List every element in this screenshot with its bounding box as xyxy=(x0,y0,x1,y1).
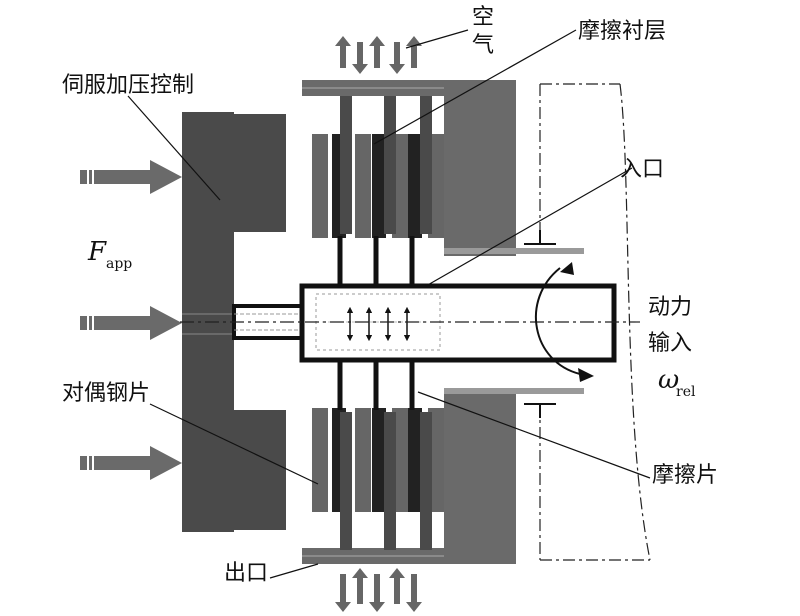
force-symbol-subscript: app xyxy=(106,256,132,272)
bottom-plate-stack xyxy=(312,408,444,550)
top-plate-stack xyxy=(312,96,444,238)
hub-spokes xyxy=(337,236,415,410)
label-power-input-2: 输入 xyxy=(648,331,692,356)
label-power-input-1: 动力 xyxy=(648,295,692,320)
label-outlet: 出口 xyxy=(224,561,268,586)
label-mating-steel-plate: 对偶钢片 xyxy=(62,381,150,406)
force-arrow-top xyxy=(80,160,182,194)
force-arrow-middle xyxy=(80,306,182,340)
air-arrows-bottom xyxy=(335,568,422,612)
oil-flow-arrows xyxy=(346,306,411,342)
top-housing xyxy=(302,80,584,256)
omega-symbol-main: ω xyxy=(658,365,679,395)
label-friction-lining: 摩擦衬层 xyxy=(578,19,666,44)
label-air-char-1: 空 xyxy=(472,5,494,30)
leader-lines xyxy=(127,29,651,579)
force-symbol: F app xyxy=(87,237,132,272)
label-servo-control: 伺服加压控制 xyxy=(62,73,194,98)
air-arrows-top xyxy=(335,36,422,74)
force-arrow-bottom xyxy=(80,446,182,480)
rotation-arrow xyxy=(535,262,594,382)
main-shaft xyxy=(180,283,640,363)
omega-symbol-subscript: rel xyxy=(676,384,696,400)
label-air-char-2: 气 xyxy=(472,33,494,58)
omega-symbol: ω rel xyxy=(658,365,696,400)
label-friction-plate: 摩擦片 xyxy=(652,463,718,488)
bottom-housing xyxy=(302,388,584,564)
rotating-boundary xyxy=(524,83,651,561)
force-symbol-main: F xyxy=(87,237,107,267)
label-inlet: 入口 xyxy=(620,157,664,182)
